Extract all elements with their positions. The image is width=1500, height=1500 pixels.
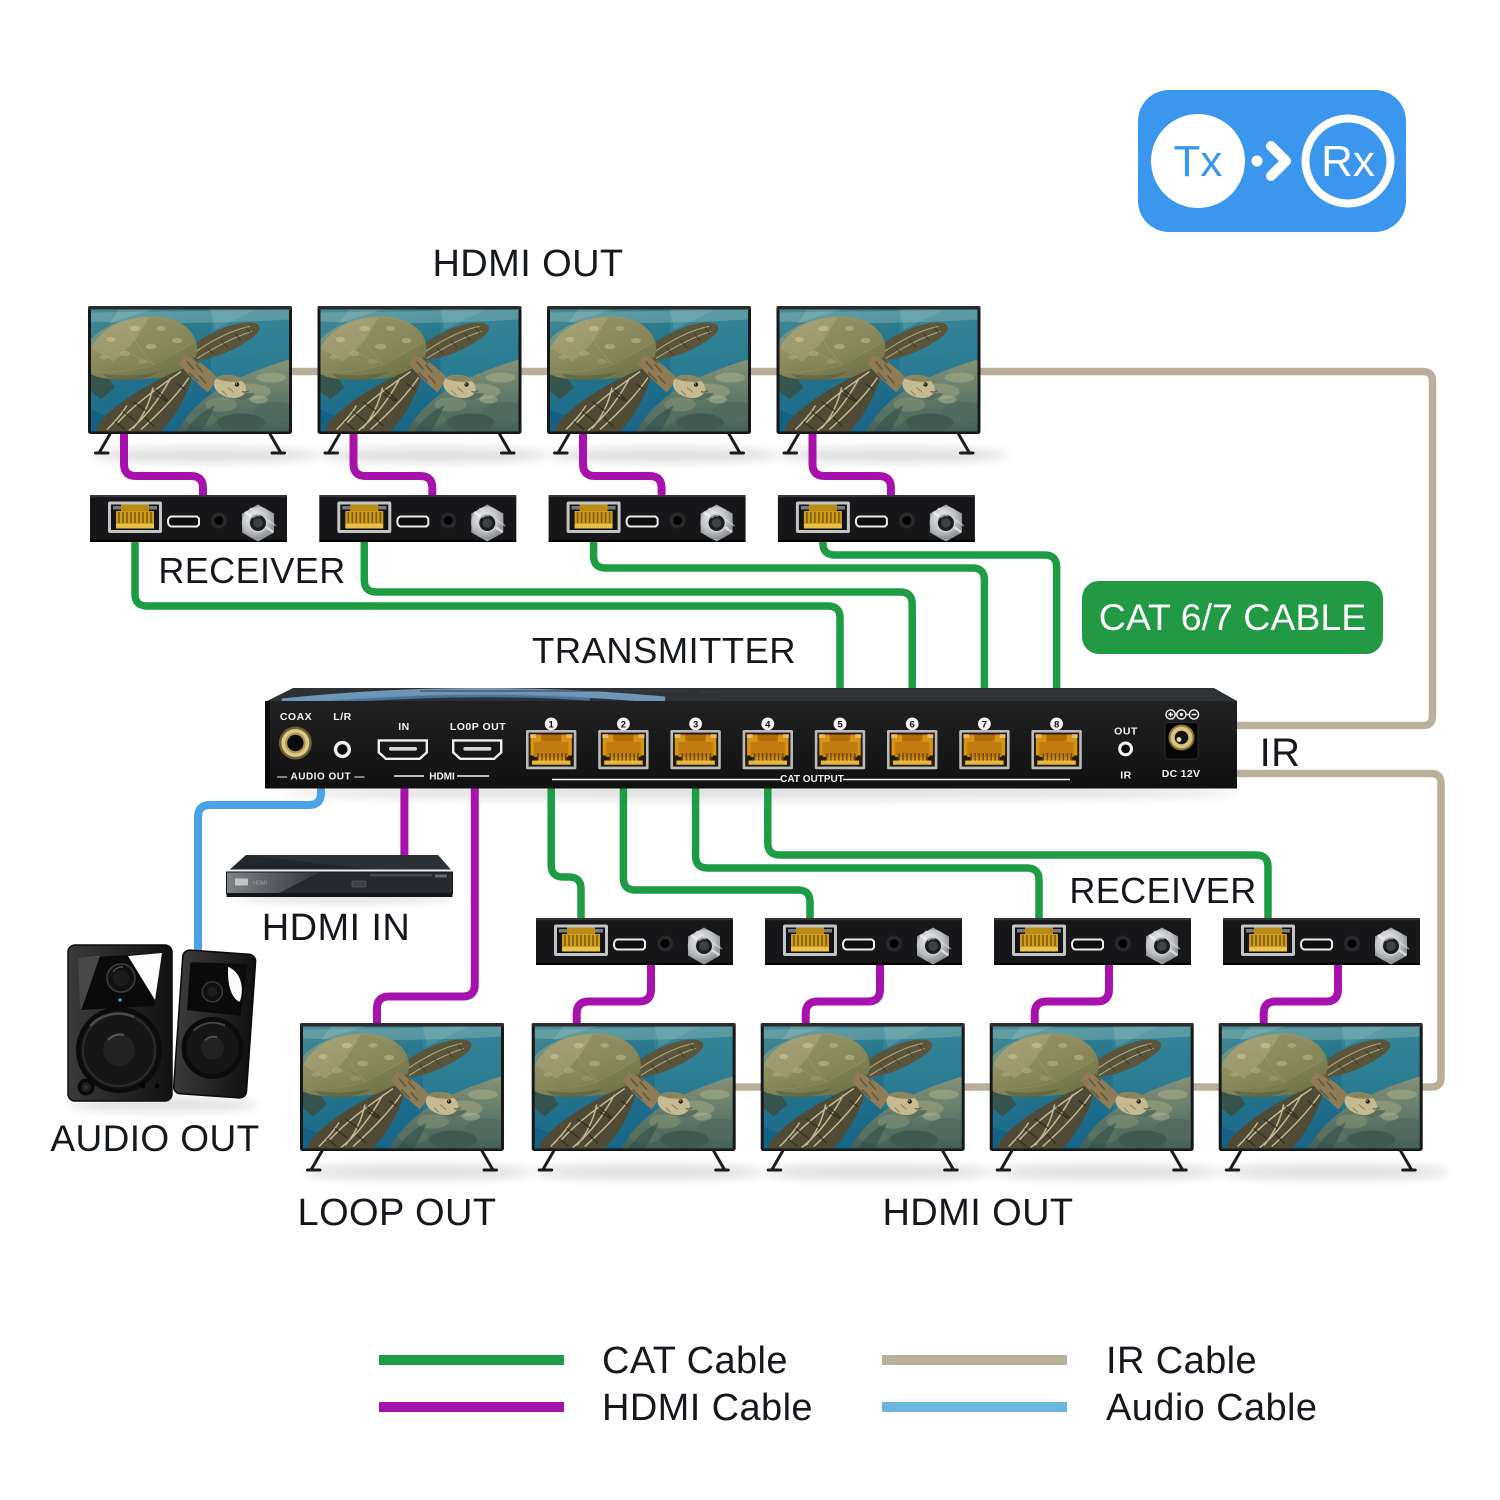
svg-text:1: 1 bbox=[549, 719, 555, 730]
svg-text:HDMI: HDMI bbox=[253, 881, 268, 887]
svg-text:HDMI IN: HDMI IN bbox=[262, 907, 410, 949]
svg-text:IR: IR bbox=[1260, 731, 1301, 775]
svg-text:6: 6 bbox=[910, 719, 915, 730]
svg-text:L/R: L/R bbox=[333, 711, 351, 723]
svg-text:HDMI OUT: HDMI OUT bbox=[882, 1192, 1073, 1234]
svg-text:3: 3 bbox=[693, 719, 698, 730]
svg-text:8: 8 bbox=[1054, 719, 1059, 730]
svg-text:IR Cable: IR Cable bbox=[1106, 1340, 1257, 1382]
svg-text:CAT 6/7 CABLE: CAT 6/7 CABLE bbox=[1099, 596, 1366, 638]
svg-text:4: 4 bbox=[765, 719, 771, 730]
svg-text:AUDIO OUT: AUDIO OUT bbox=[50, 1118, 259, 1159]
svg-text:OUT: OUT bbox=[1114, 726, 1138, 738]
svg-text:2: 2 bbox=[621, 719, 626, 730]
svg-text:7: 7 bbox=[982, 719, 987, 730]
svg-text:HDMI Cable: HDMI Cable bbox=[602, 1387, 813, 1429]
svg-text:LOOP OUT: LOOP OUT bbox=[298, 1192, 497, 1234]
svg-text:TRANSMITTER: TRANSMITTER bbox=[532, 630, 796, 671]
svg-text:Tx: Tx bbox=[1174, 137, 1223, 186]
svg-text:RECEIVER: RECEIVER bbox=[1069, 870, 1256, 911]
svg-text:COAX: COAX bbox=[280, 711, 312, 723]
svg-text:5: 5 bbox=[837, 719, 843, 730]
svg-text:Audio Cable: Audio Cable bbox=[1106, 1387, 1317, 1429]
svg-text:RECEIVER: RECEIVER bbox=[158, 550, 345, 591]
svg-text:CAT OUTPUT: CAT OUTPUT bbox=[780, 774, 844, 785]
svg-text:Rx: Rx bbox=[1321, 137, 1375, 186]
svg-text:HDMI OUT: HDMI OUT bbox=[432, 243, 623, 285]
svg-text:LO0P OUT: LO0P OUT bbox=[450, 721, 506, 733]
svg-text:DC 12V: DC 12V bbox=[1162, 768, 1201, 780]
svg-text:IN: IN bbox=[398, 721, 410, 733]
svg-text:IR: IR bbox=[1120, 770, 1132, 782]
svg-text:HDMI: HDMI bbox=[429, 772, 455, 783]
svg-text:— AUDIO OUT —: — AUDIO OUT — bbox=[277, 772, 365, 783]
svg-text:CAT Cable: CAT Cable bbox=[602, 1340, 788, 1382]
